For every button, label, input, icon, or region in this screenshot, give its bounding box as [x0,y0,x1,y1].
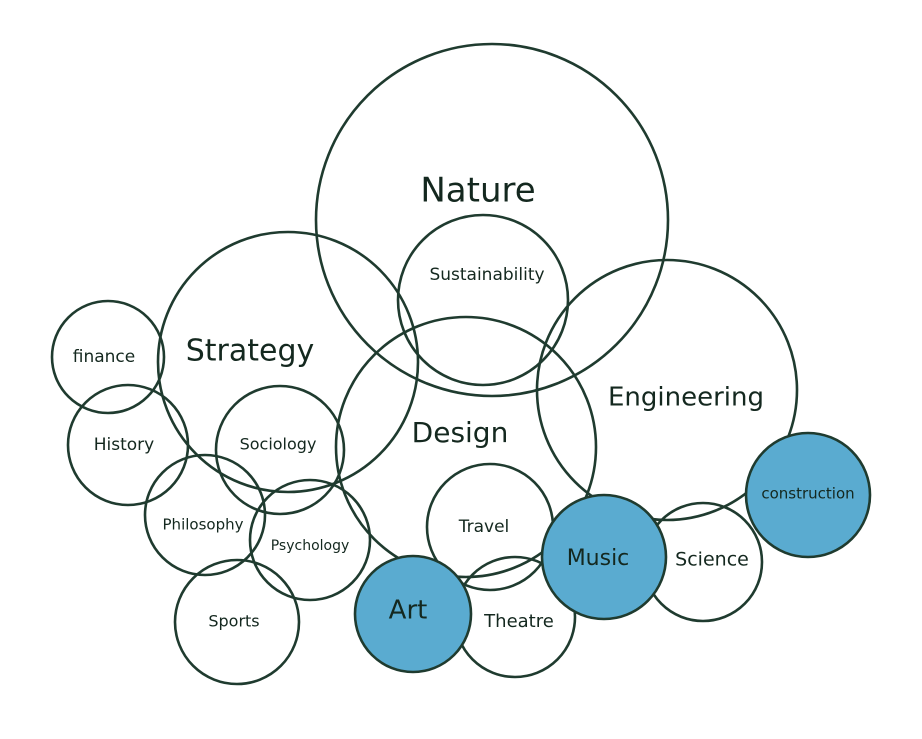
sociology-circle [214,384,346,516]
strategy-label: Strategy [186,334,315,369]
finance-circle [50,299,166,415]
sustainability-label: Sustainability [429,265,544,285]
travel-label: Travel [458,517,510,537]
art-circle [353,554,473,674]
philosophy-circle [143,453,267,577]
history-circle [66,383,190,507]
philosophy-label: Philosophy [163,516,244,534]
strategy-circle [156,230,420,494]
nature-label: Nature [420,171,535,211]
music-circle [540,493,668,621]
theatre-label: Theatre [483,611,554,632]
sustainability-circle [396,213,570,387]
psychology-label: Psychology [271,538,350,554]
nature-circle [314,42,670,398]
finance-label: finance [73,347,135,367]
sports-label: Sports [208,612,259,631]
history-label: History [94,435,154,455]
construction-circle [744,431,872,559]
art-label: Art [389,596,428,626]
engineering-circle [535,258,799,522]
sociology-label: Sociology [240,435,317,454]
music-label: Music [567,546,630,571]
design-label: Design [412,416,509,449]
sports-circle [173,558,301,686]
engineering-label: Engineering [608,383,764,413]
construction-label: construction [761,485,854,503]
psychology-circle [248,478,372,602]
design-circle [334,315,598,579]
circle-layer [50,42,872,686]
science-label: Science [675,549,749,571]
